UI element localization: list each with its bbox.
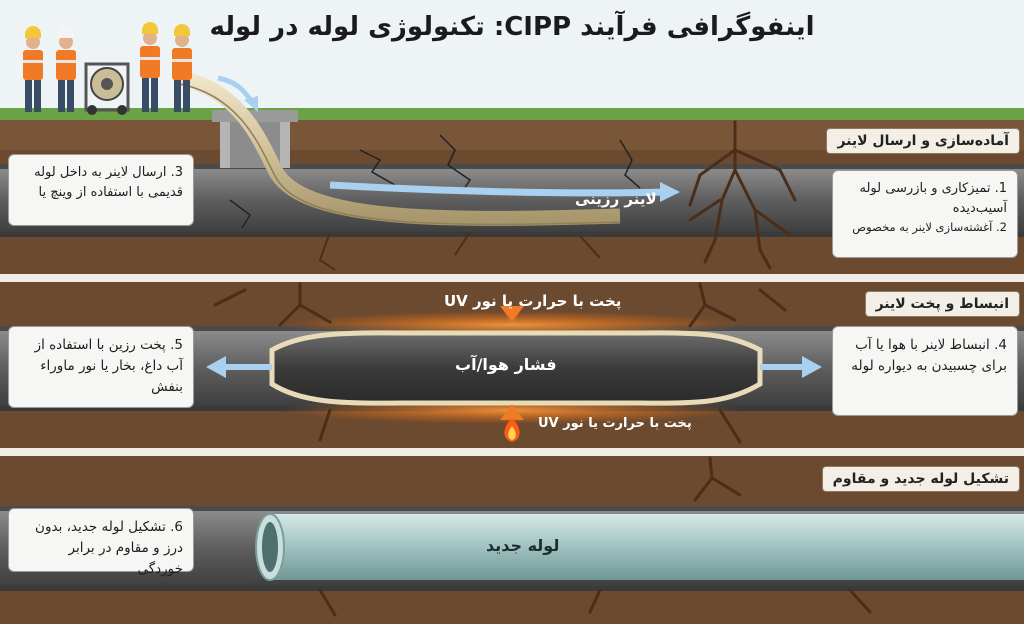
- liner-hose: [178, 70, 621, 226]
- winch-reel-icon: [84, 62, 130, 115]
- section-2-label: انبساط و پخت لاینر: [864, 291, 1020, 317]
- page-title: اینفوگرافی فرآیند CIPP: تکنولوژی لوله در…: [209, 12, 815, 42]
- pressure-label: فشار هوا/آب: [455, 355, 557, 374]
- arrow-icon: [206, 356, 272, 378]
- worker-icon: [23, 26, 43, 112]
- step-3-note: 3. ارسال لاینر به داخل لوله قدیمی با است…: [8, 154, 194, 226]
- section-1-label: آماده‌سازی و ارسال لاینر: [826, 128, 1020, 154]
- panel-divider: [0, 448, 1024, 456]
- arrow-icon: [500, 404, 524, 420]
- panel-divider: [0, 274, 1024, 282]
- sky: [0, 0, 1024, 116]
- pipe-label-liner: لاینر رزینی: [575, 190, 657, 208]
- step-2-text: 2. آغشته‌سازی لاینر به مخصوص: [852, 220, 1007, 235]
- roots-icon: [688, 120, 797, 270]
- inflated-liner: [269, 330, 763, 406]
- worker-icon: [172, 24, 192, 112]
- worker-icon: [140, 22, 160, 112]
- worker-icon: [56, 26, 76, 112]
- step-1-text: 1. تمیزکاری و بازرسی لوله آسیب‌دیده: [859, 181, 1007, 217]
- step-6-note: 6. تشکیل لوله جدید، بدون درز و مقاوم در …: [8, 508, 194, 577]
- cure-label-bottom: پخت با حرارت یا نور UV: [538, 416, 692, 431]
- roots-icon: [318, 456, 872, 617]
- pipe-label-new: لوله جدید: [486, 536, 560, 555]
- arrow-icon: [329, 181, 680, 202]
- step-4-note: 4. انبساط لاینر با هوا یا آب برای چسبیدن…: [832, 326, 1018, 416]
- step-5-note: 5. پخت رزین با استفاده از آب داغ، بخار ی…: [8, 326, 194, 408]
- flame-icon: [504, 418, 520, 442]
- arrow-icon: [217, 75, 258, 112]
- new-pipe: [270, 514, 1024, 580]
- step-1-2-note: 1. تمیزکاری و بازرسی لوله آسیب‌دیده 2. آ…: [832, 170, 1018, 258]
- roots-icon: [318, 231, 601, 271]
- section-3-label: تشکیل لوله جدید و مقاوم: [821, 466, 1020, 492]
- cure-label-top: پخت با حرارت یا نور UV: [444, 292, 622, 310]
- arrow-icon: [500, 306, 524, 322]
- arrow-icon: [760, 356, 822, 378]
- crack-lines: [229, 134, 641, 229]
- roots-icon: [213, 282, 787, 444]
